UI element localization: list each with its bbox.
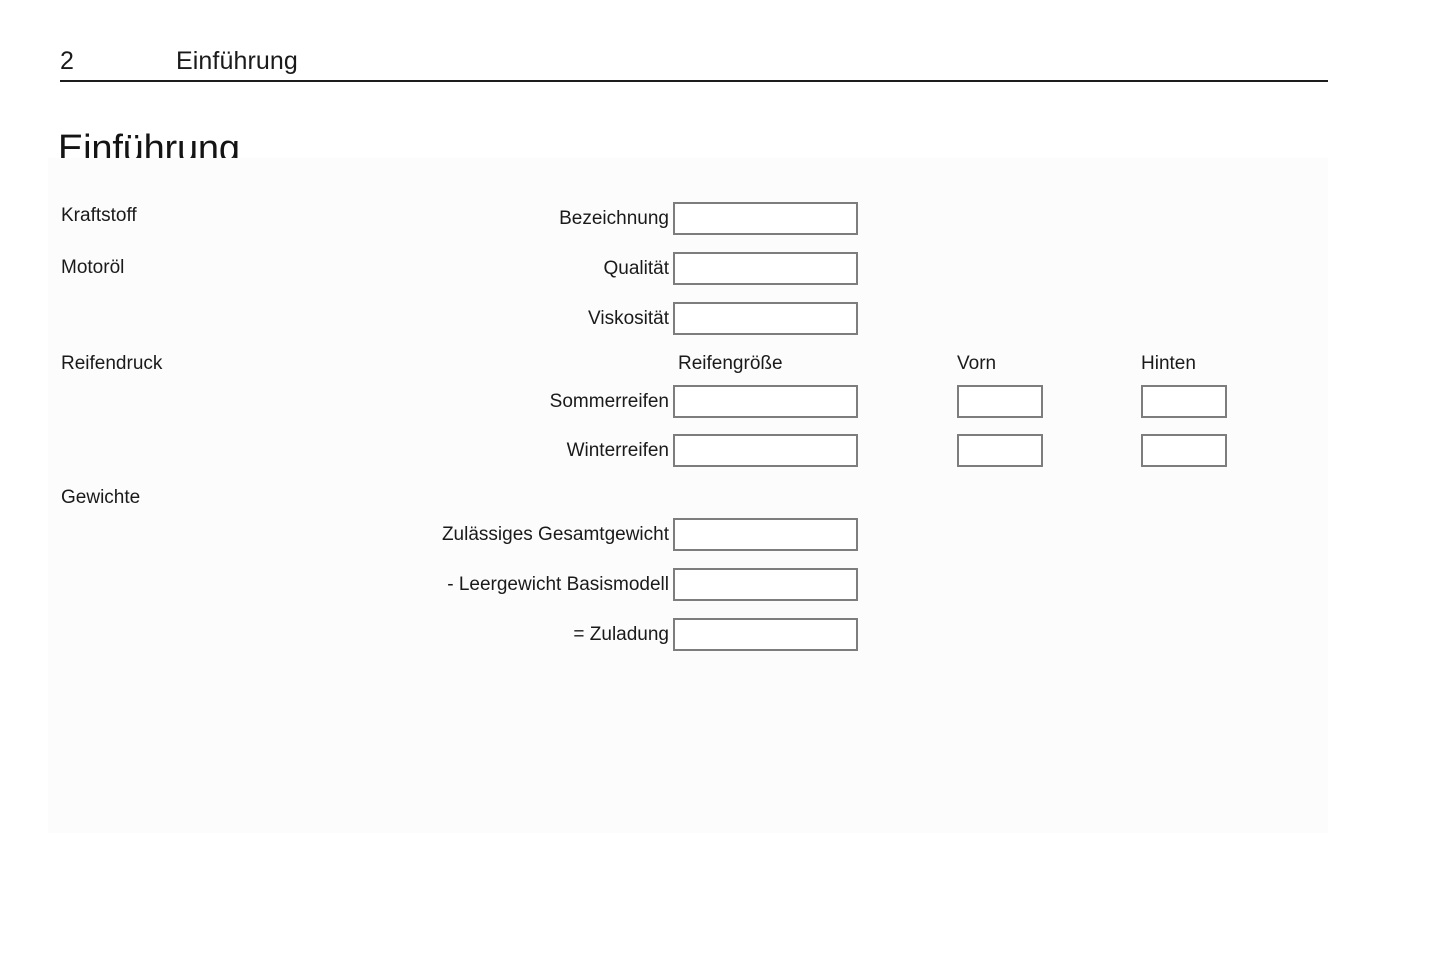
field-label-zuladung: = Zuladung bbox=[573, 624, 669, 645]
input-qualitaet[interactable] bbox=[673, 252, 858, 285]
input-gesamtgewicht[interactable] bbox=[673, 518, 858, 551]
input-sommerreifen-hinten[interactable] bbox=[1141, 385, 1227, 418]
form-row-viskositaet: Viskosität bbox=[48, 302, 1328, 336]
section-label-kraftstoff: Kraftstoff bbox=[61, 205, 137, 226]
field-label-sommerreifen: Sommerreifen bbox=[549, 391, 669, 412]
input-sommerreifen-groesse[interactable] bbox=[673, 385, 858, 418]
input-bezeichnung[interactable] bbox=[673, 202, 858, 235]
page-number: 2 bbox=[60, 47, 75, 75]
input-zuladung[interactable] bbox=[673, 618, 858, 651]
form-row-zuladung: = Zuladung bbox=[48, 618, 1328, 652]
label-slot: Viskosität bbox=[48, 302, 669, 335]
input-leergewicht[interactable] bbox=[673, 568, 858, 601]
label-slot: Bezeichnung bbox=[48, 202, 669, 235]
field-label-leergewicht: - Leergewicht Basismodell bbox=[447, 574, 669, 595]
label-slot: Zulässiges Gesamtgewicht bbox=[48, 518, 669, 551]
form-panel: Kraftstoff Motoröl Reifendruck Gewichte … bbox=[48, 158, 1328, 833]
field-label-qualitaet: Qualität bbox=[603, 258, 669, 279]
section-label-motoroel: Motoröl bbox=[61, 257, 125, 278]
form-row-gesamtgewicht: Zulässiges Gesamtgewicht bbox=[48, 518, 1328, 552]
label-slot: = Zuladung bbox=[48, 618, 669, 651]
form-row-sommerreifen: Sommerreifen bbox=[48, 385, 1328, 419]
input-winterreifen-groesse[interactable] bbox=[673, 434, 858, 467]
form-row-bezeichnung: Bezeichnung bbox=[48, 202, 1328, 236]
column-header-vorn: Vorn bbox=[957, 353, 997, 374]
field-label-bezeichnung: Bezeichnung bbox=[559, 208, 669, 229]
input-winterreifen-hinten[interactable] bbox=[1141, 434, 1227, 467]
section-label-gewichte: Gewichte bbox=[61, 487, 141, 508]
column-header-reifengroesse: Reifengröße bbox=[678, 353, 783, 374]
column-header-hinten: Hinten bbox=[1141, 353, 1196, 374]
label-slot: - Leergewicht Basismodell bbox=[48, 568, 669, 601]
label-slot: Winterreifen bbox=[48, 434, 669, 467]
form-row-winterreifen: Winterreifen bbox=[48, 434, 1328, 468]
header-chapter-name: Einführung bbox=[176, 47, 298, 75]
field-label-viskositaet: Viskosität bbox=[588, 308, 669, 329]
form-row-leergewicht: - Leergewicht Basismodell bbox=[48, 568, 1328, 602]
field-label-gesamtgewicht: Zulässiges Gesamtgewicht bbox=[441, 524, 669, 545]
label-slot: Sommerreifen bbox=[48, 385, 669, 418]
input-sommerreifen-vorn[interactable] bbox=[957, 385, 1043, 418]
section-label-reifendruck: Reifendruck bbox=[61, 353, 163, 374]
input-winterreifen-vorn[interactable] bbox=[957, 434, 1043, 467]
form-row-qualitaet: Qualität bbox=[48, 252, 1328, 286]
input-viskositaet[interactable] bbox=[673, 302, 858, 335]
page-running-header: 2 Einführung bbox=[60, 46, 1328, 82]
label-slot: Qualität bbox=[48, 252, 669, 285]
field-label-winterreifen: Winterreifen bbox=[566, 440, 669, 461]
